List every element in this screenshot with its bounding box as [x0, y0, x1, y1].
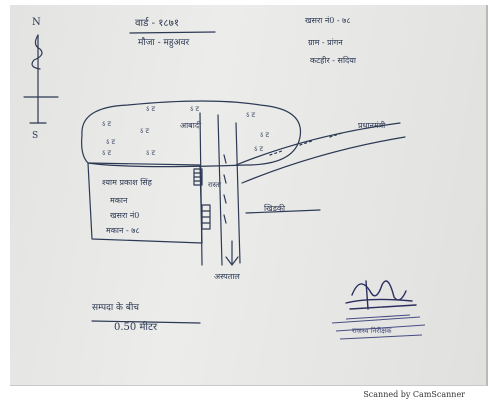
note-line-2: 0.50 मीटर	[114, 322, 158, 333]
plot-label-house-number: मकान - ७८	[106, 226, 140, 235]
ditto-mark: ऽ ट	[254, 145, 264, 153]
ditto-mark: ऽ ट	[146, 149, 156, 157]
ditto-mark: ऽ ट	[260, 131, 270, 139]
plot-label-house: मकान	[110, 196, 128, 205]
compass-south-label: S	[32, 131, 39, 141]
bottom-direction-label: अस्पताल	[214, 272, 240, 281]
right-mid-label: खिड़की	[264, 204, 286, 213]
official-stamp	[331, 314, 426, 340]
diagonal-road-upper	[235, 122, 401, 166]
plot-label-owner: श्याम प्रकाश सिंह	[102, 178, 152, 187]
abadi-label: आबादी	[180, 121, 202, 130]
diagonal-road-lower	[241, 136, 406, 184]
road-left-edge	[199, 112, 203, 266]
header-title: वार्ड - १८७१	[135, 18, 180, 29]
ditto-mark: ऽ ट	[146, 105, 156, 113]
plot-label-khasra: खसरा नं0	[110, 211, 140, 220]
scanner-watermark: Scanned by CamScanner	[363, 390, 465, 399]
road-center-label: रास्ता	[208, 181, 222, 189]
top-right-line-3: कटहीर - सदिया	[310, 56, 356, 65]
top-right-line-1: खसरा नं0 - ७८	[305, 16, 351, 25]
signature	[345, 280, 417, 310]
top-right-line-2: ग्राम - प्रांगन	[308, 38, 343, 47]
stamp-text: राजस्व निरीक्षक	[352, 327, 392, 335]
ditto-mark: ऽ ट	[102, 149, 112, 157]
right-road-label: प्रधानमंत्री	[358, 121, 386, 130]
ditto-mark: ऽ ट	[102, 120, 112, 128]
ditto-mark: ऽ ट	[106, 138, 116, 146]
road-down-arrow	[225, 240, 239, 266]
ditto-mark: ऽ ट	[140, 127, 150, 135]
note-line-1: सम्पदा के बीच	[92, 303, 139, 313]
ditto-mark: ऽ ट	[246, 111, 256, 119]
ditto-mark: ऽ ट	[190, 105, 200, 113]
compass-arrow	[31, 34, 43, 70]
road-right-edge	[217, 114, 223, 266]
header-underline	[129, 31, 216, 34]
abadi-boundary	[81, 100, 302, 168]
scanned-document: वार्ड - १८७१ मौजा - महुअवर खसरा नं0 - ७८…	[10, 5, 488, 386]
compass-north-label: N	[32, 17, 41, 28]
hand-drawn-map	[23, 31, 426, 340]
header-subtitle: मौजा - महुअवर	[138, 38, 190, 48]
